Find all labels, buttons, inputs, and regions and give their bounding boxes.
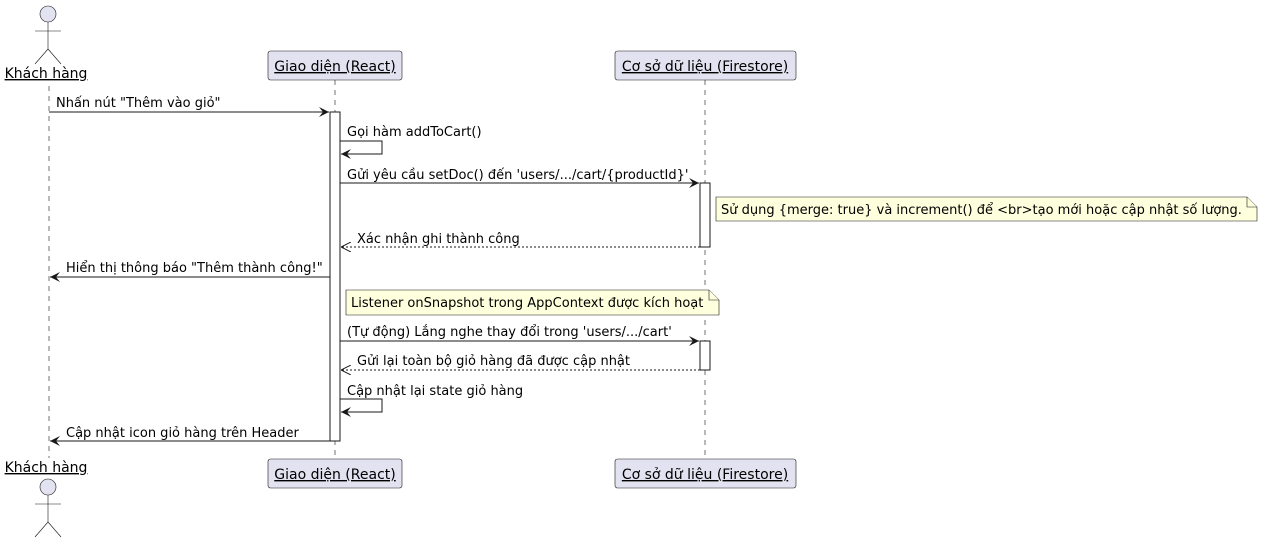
note-label-2: Listener onSnapshot trong AppContext đượ…	[351, 296, 703, 311]
message-label-4: Xác nhận ghi thành công	[357, 232, 520, 247]
actor-customer-bottom: Khách hàng	[5, 460, 88, 538]
note-label-1: Sử dụng {merge: true} và increment() để …	[721, 203, 1242, 218]
note-onsnapshot: Listener onSnapshot trong AppContext đượ…	[345, 289, 720, 316]
note-merge-increment: Sử dụng {merge: true} và increment() để …	[715, 196, 1258, 222]
actor-customer-top: Khách hàng	[5, 5, 88, 82]
activation-ui	[329, 111, 341, 442]
message-label-8: Cập nhật lại state giỏ hàng	[347, 384, 523, 399]
message-label-2: Gọi hàm addToCart()	[347, 125, 482, 140]
participant-db-label-top: Cơ sở dữ liệu (Firestore)	[622, 59, 788, 75]
message-arrow-2	[340, 140, 383, 159]
message-label-5: Hiển thị thông báo "Thêm thành công!"	[66, 261, 323, 276]
participant-db-bottom: Cơ sở dữ liệu (Firestore)	[614, 458, 797, 489]
participant-db-label-bottom: Cơ sở dữ liệu (Firestore)	[622, 467, 788, 483]
message-label-1: Nhấn nút "Thêm vào giỏ"	[56, 96, 221, 111]
activation-db-2	[699, 340, 711, 371]
message-label-6: (Tự động) Lắng nghe thay đổi trong 'user…	[347, 325, 672, 340]
activation-db-1	[699, 182, 711, 248]
message-label-3: Gửi yêu cầu setDoc() đến 'users/.../cart…	[347, 168, 688, 183]
participant-ui-label-bottom: Giao diện (React)	[274, 467, 395, 483]
message-arrow-8	[340, 398, 383, 417]
participant-ui-top: Giao diện (React)	[267, 50, 403, 81]
participant-customer-label-top: Khách hàng	[5, 66, 88, 82]
message-label-9: Cập nhật icon giỏ hàng trên Header	[66, 426, 299, 441]
message-label-7: Gửi lại toàn bộ giỏ hàng đã được cập nhậ…	[357, 354, 630, 369]
participant-customer-label-bottom: Khách hàng	[5, 460, 88, 476]
participant-ui-label-top: Giao diện (React)	[274, 59, 395, 75]
participant-ui-bottom: Giao diện (React)	[267, 458, 403, 489]
participant-db-top: Cơ sở dữ liệu (Firestore)	[614, 50, 797, 81]
